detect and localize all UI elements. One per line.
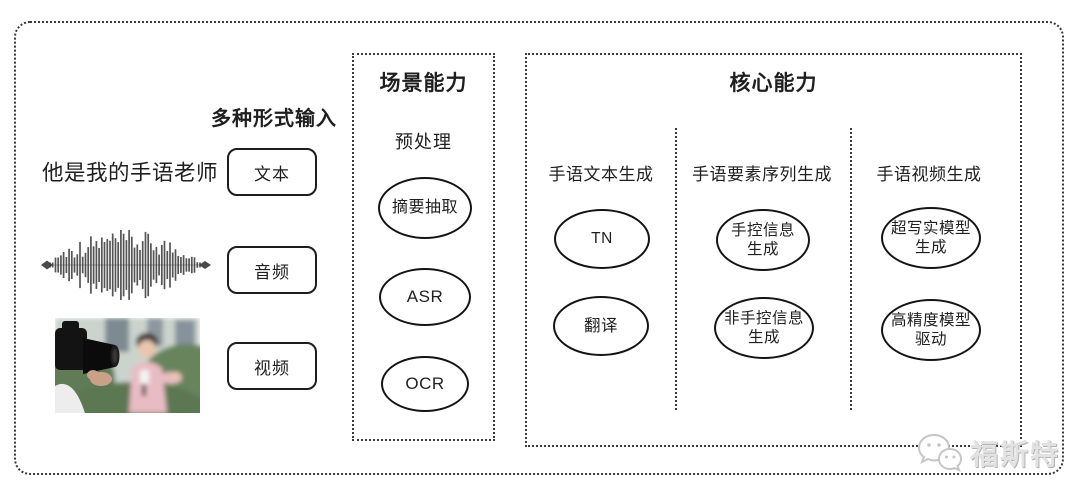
column-divider: [675, 128, 677, 410]
node-tn: TN: [554, 209, 650, 269]
core-capability-title: 核心能力: [729, 72, 818, 95]
node-non-manual-info-generation: 非手控信息生成: [714, 297, 814, 359]
input-section-header: 多种形式输入: [211, 107, 337, 130]
outer-dotted-frame: [14, 21, 1064, 475]
node-label: 非手控信息生成: [724, 309, 805, 346]
wechat-icon: [917, 433, 963, 472]
column-header-sign-element-sequence-generation: 手语要素序列生成: [692, 164, 832, 184]
sample-sentence-text: 他是我的手语老师: [42, 160, 219, 185]
input-type-audio-box: 音频: [227, 246, 317, 294]
preprocessing-label: 预处理: [395, 132, 452, 152]
input-type-video-box: 视频: [227, 342, 317, 390]
watermark-brand-text: 福斯特: [970, 439, 1061, 470]
scene-capability-box: 场景能力 预处理 摘要抽取 ASR OCR: [352, 53, 495, 441]
audio-waveform-image: [41, 230, 211, 300]
input-type-text-label: 文本: [254, 164, 290, 184]
node-asr: ASR: [379, 268, 471, 326]
core-capability-box: 核心能力 手语文本生成 TN 翻译 手语要素序列生成 手控信息生成 非手控信息生…: [525, 53, 1022, 447]
node-hyperrealistic-model-generation: 超写实模型生成: [881, 207, 981, 269]
node-label: 超写实模型生成: [891, 219, 972, 256]
input-type-audio-label: 音频: [254, 262, 290, 282]
node-label: OCR: [405, 374, 445, 394]
node-translation: 翻译: [553, 296, 649, 356]
node-label: 高精度模型驱动: [891, 311, 972, 348]
node-manual-info-generation: 手控信息生成: [716, 209, 810, 271]
column-divider: [850, 128, 852, 410]
node-label: TN: [591, 230, 613, 248]
watermark: 福斯特: [916, 429, 1066, 477]
node-high-precision-model-driving: 高精度模型驱动: [881, 299, 981, 361]
scene-capability-title: 场景能力: [379, 72, 468, 95]
input-type-text-box: 文本: [227, 148, 317, 196]
node-ocr: OCR: [381, 356, 469, 412]
video-reporter-photo: [55, 318, 200, 413]
column-header-sign-text-generation: 手语文本生成: [548, 164, 654, 184]
node-label: 翻译: [584, 316, 618, 335]
node-label: 摘要抽取: [391, 199, 458, 216]
input-type-video-label: 视频: [254, 358, 290, 378]
node-summary-extraction: 摘要抽取: [378, 177, 472, 239]
node-label: ASR: [406, 287, 444, 307]
node-label: 手控信息生成: [730, 221, 795, 258]
column-header-sign-video-generation: 手语视频生成: [876, 164, 982, 184]
